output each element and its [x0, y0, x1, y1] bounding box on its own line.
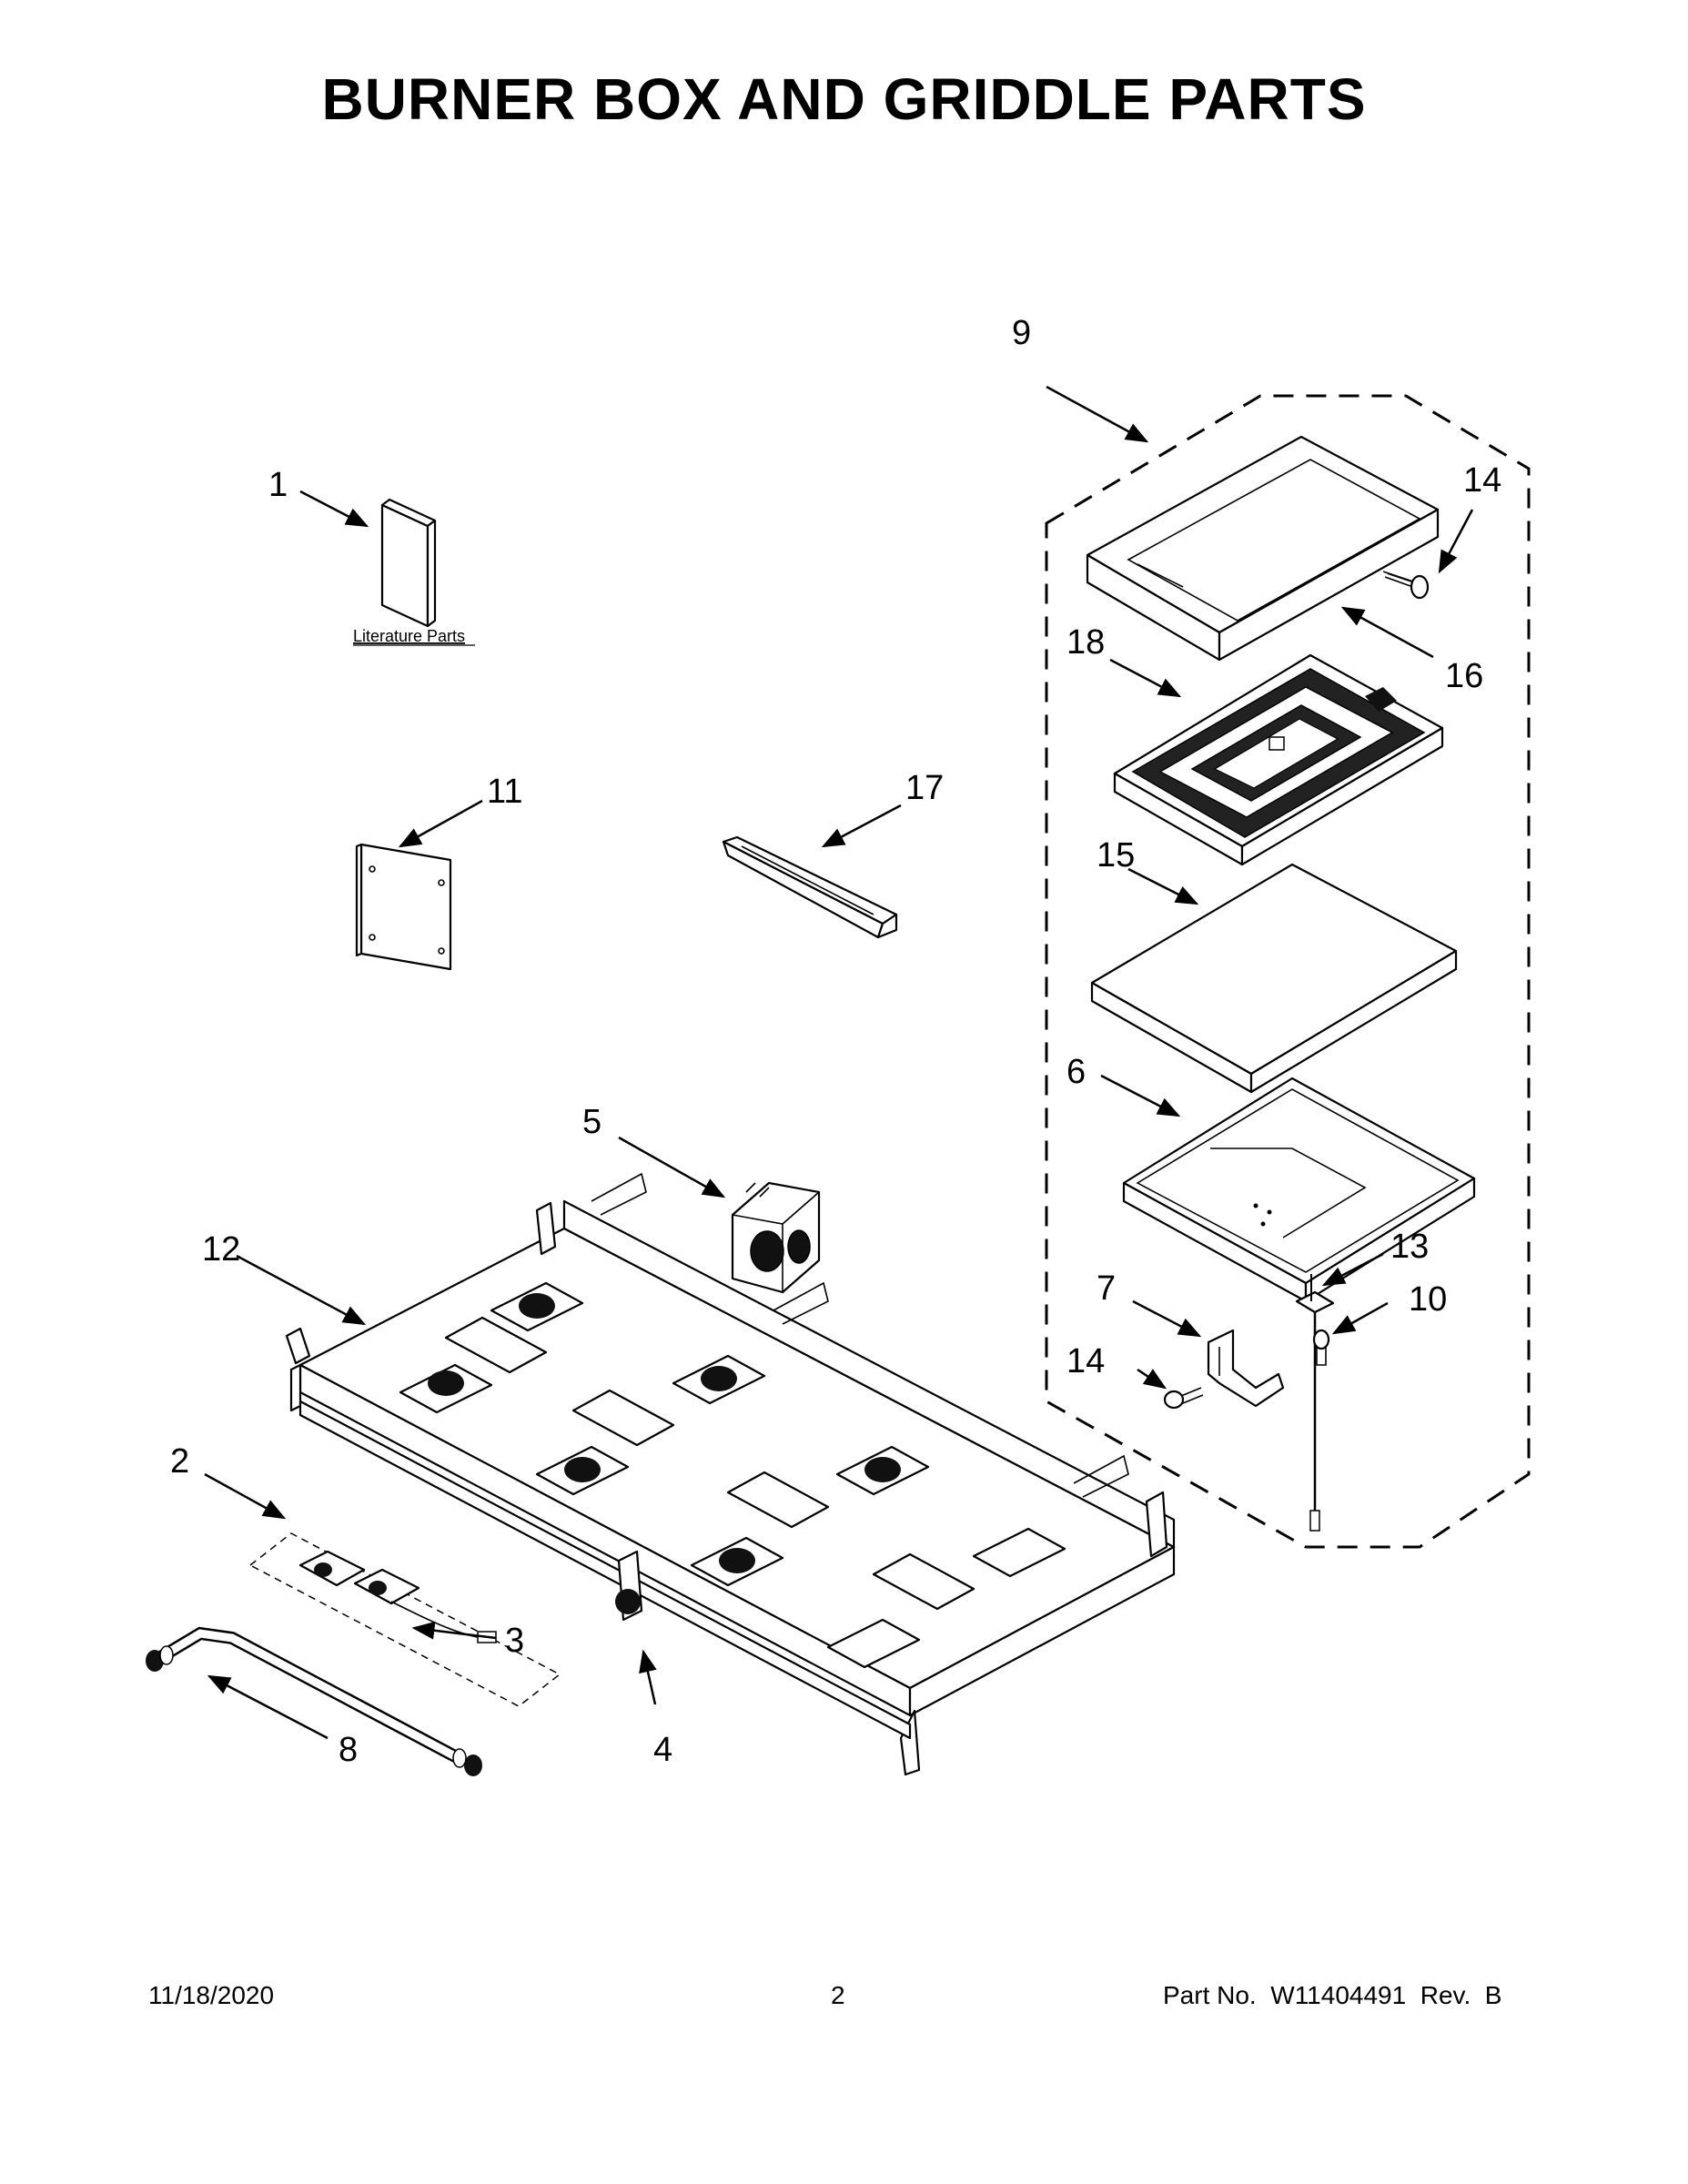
callout-18: 18 [1066, 623, 1105, 662]
part-9-griddle-assembly-outline [1045, 394, 1531, 1549]
callout-6: 6 [1066, 1053, 1086, 1091]
callout-16: 16 [1445, 657, 1483, 695]
part-15-insulation [1090, 863, 1458, 1094]
callout-8: 8 [339, 1731, 358, 1769]
part-12-burner-box [285, 1172, 1176, 1776]
literature-label: Literature Parts [353, 627, 465, 645]
part-7-bracket [1207, 1329, 1285, 1408]
callout-2: 2 [170, 1442, 189, 1481]
callout-12: 12 [202, 1230, 240, 1269]
part-6-pan [1122, 1077, 1476, 1303]
callout-9: 9 [1012, 314, 1031, 352]
callout-4: 4 [653, 1731, 672, 1769]
part-11-bracket [355, 843, 452, 971]
callout-11: 11 [487, 773, 522, 811]
part-10-screw [1312, 1329, 1330, 1366]
callout-5: 5 [582, 1103, 601, 1141]
part-5-module [731, 1181, 821, 1294]
callout-3: 3 [505, 1622, 524, 1660]
callout-10: 10 [1409, 1280, 1447, 1319]
callout-17: 17 [905, 769, 944, 807]
callout-15: 15 [1097, 836, 1135, 875]
part-16-griddle-plate [1086, 435, 1440, 662]
leader-arrows [204, 385, 1474, 1740]
footer-part-number: Part No. W11404491 Rev. B [1163, 1981, 1502, 2009]
callout-labels: 1 9 14 16 18 11 17 15 6 5 12 13 10 7 14 … [170, 314, 1501, 1769]
part-13-sensor [1295, 1274, 1335, 1532]
part-14-screw-bottom [1163, 1387, 1204, 1410]
part-8-gas-tube [146, 1626, 482, 1776]
callout-13: 13 [1390, 1228, 1429, 1266]
part-14-screw-top [1382, 571, 1430, 600]
callout-14-top: 14 [1463, 461, 1501, 500]
part-18-element-frame [1113, 653, 1444, 866]
footer-date: 11/18/2020 [148, 1981, 275, 2009]
part-17-grease-trough [722, 835, 898, 939]
callout-7: 7 [1097, 1269, 1116, 1308]
page-title: BURNER BOX AND GRIDDLE PARTS [321, 66, 1367, 132]
part-1-literature: Literature Parts [353, 498, 475, 646]
callout-14-bottom: 14 [1066, 1342, 1105, 1380]
part-2-valve-manifold [248, 1532, 561, 1707]
callout-1: 1 [268, 466, 288, 504]
footer-page-number: 2 [831, 1981, 845, 2009]
